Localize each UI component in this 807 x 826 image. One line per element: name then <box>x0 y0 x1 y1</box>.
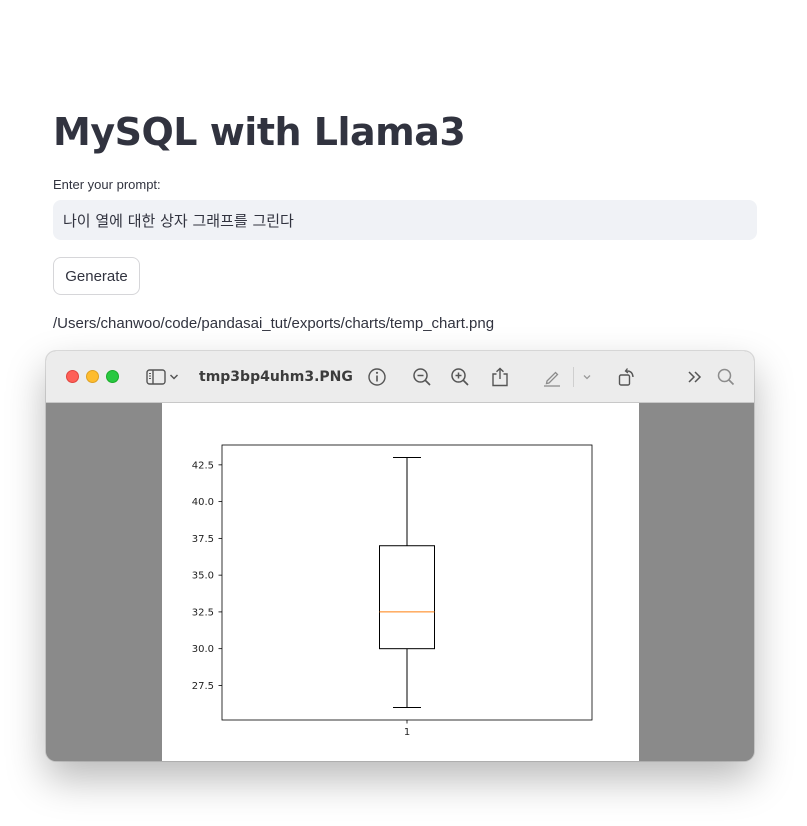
chart-image: 27.5 30.0 32.5 35.0 37.5 40.0 42.5 1 <box>162 403 639 761</box>
y-tick-label: 27.5 <box>192 681 214 692</box>
y-tick-label: 30.0 <box>192 644 214 655</box>
boxplot-chart: 27.5 30.0 32.5 35.0 37.5 40.0 42.5 1 <box>192 444 593 738</box>
window-maximize-button[interactable] <box>106 370 119 383</box>
page-title: MySQL with Llama3 <box>53 110 466 154</box>
markup-pen-icon[interactable] <box>540 365 564 389</box>
info-icon[interactable] <box>365 365 389 389</box>
zoom-in-icon[interactable] <box>448 365 472 389</box>
y-tick-label: 35.0 <box>192 571 214 582</box>
chevron-down-icon[interactable] <box>167 365 181 389</box>
y-tick-label: 40.0 <box>192 497 214 508</box>
search-icon[interactable] <box>714 365 738 389</box>
preview-content: 27.5 30.0 32.5 35.0 37.5 40.0 42.5 1 <box>46 403 754 761</box>
box-iqr <box>379 545 435 650</box>
y-tick-label: 42.5 <box>192 460 214 471</box>
x-tick-label: 1 <box>404 727 410 738</box>
chart-path-text: /Users/chanwoo/code/pandasai_tut/exports… <box>53 315 495 332</box>
share-icon[interactable] <box>488 365 512 389</box>
prompt-input[interactable] <box>53 200 757 240</box>
toolbar-divider <box>573 367 574 387</box>
markup-chevron-down-icon[interactable] <box>580 365 594 389</box>
window-minimize-button[interactable] <box>86 370 99 383</box>
window-close-button[interactable] <box>66 370 79 383</box>
rotate-icon[interactable] <box>615 365 639 389</box>
preview-toolbar: tmp3bp4uhm3.PNG <box>46 351 754 403</box>
y-tick-label: 32.5 <box>192 607 214 618</box>
y-tick-label: 37.5 <box>192 534 214 545</box>
prompt-label: Enter your prompt: <box>53 177 161 192</box>
sidebar-icon[interactable] <box>144 365 168 389</box>
generate-button[interactable]: Generate <box>53 257 140 295</box>
more-icon[interactable] <box>683 365 707 389</box>
preview-window: tmp3bp4uhm3.PNG <box>46 351 754 761</box>
document-title: tmp3bp4uhm3.PNG <box>199 369 353 385</box>
zoom-out-icon[interactable] <box>410 365 434 389</box>
